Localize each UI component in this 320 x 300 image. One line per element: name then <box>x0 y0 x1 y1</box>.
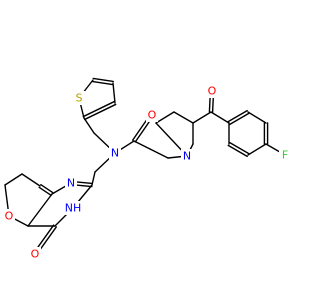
atom-label-layer: O F S N O N N NH <box>3 84 291 261</box>
thiophene-sulfur-label: S <box>76 92 83 105</box>
atom-ring-nh: NH <box>63 201 83 215</box>
atom-thiophene-sulfur: S <box>73 91 85 105</box>
bond-t4-t3 <box>112 82 116 104</box>
atom-oxo-oxygen: O <box>29 247 41 261</box>
ring-nh-label: NH <box>65 202 82 215</box>
bond-c8a-c8 <box>21 173 41 187</box>
bond-p4-p5 <box>173 111 194 124</box>
bond-a5-a6 <box>229 141 250 155</box>
pyran-oxygen-label: O <box>5 210 14 223</box>
amide-oxygen-label: O <box>148 109 157 122</box>
ketone-oxygen-label: O <box>208 85 217 98</box>
atom-piperidine-nitrogen: N <box>181 149 193 163</box>
molecule-structure: O F S N O N N NH <box>3 77 291 261</box>
bond-c4a-c8a <box>38 186 52 197</box>
bond-p2-pc <box>149 148 169 159</box>
bond-c8-c7 <box>4 173 23 186</box>
fluorine-label: F <box>282 149 288 162</box>
bond-tc-t2 <box>83 117 95 134</box>
bond-layer <box>4 77 286 256</box>
atom-pyrimidine-nitrogen: N <box>65 176 77 190</box>
bond-p5-p6 <box>155 111 175 124</box>
atom-fluorine: F <box>279 148 291 162</box>
bond-t3-t2 <box>82 100 116 118</box>
amide-nitrogen-label: N <box>111 147 119 160</box>
atom-ketone-oxygen: O <box>206 84 218 98</box>
bond-pc-ca <box>133 140 151 150</box>
bond-t3-t2 <box>83 103 117 121</box>
bond-a3-a4 <box>227 109 248 123</box>
bond-c5-c4a <box>27 193 53 227</box>
atom-amide-oxygen: O <box>146 108 158 122</box>
bond-a3-a4 <box>229 112 250 126</box>
bond-a4-ck <box>210 111 230 124</box>
bond-t5-t4 <box>92 80 114 86</box>
atom-pyran-oxygen: O <box>3 209 15 223</box>
bond-a6-a1 <box>247 143 267 156</box>
atom-amide-nitrogen: N <box>109 146 121 160</box>
bond-ck-p4 <box>192 111 212 124</box>
oxo-oxygen-label: O <box>31 248 40 261</box>
bond-a2-a3 <box>247 111 267 124</box>
bond-t5-t4 <box>92 77 114 83</box>
bond-c4a-c8a <box>40 183 54 194</box>
bond-a5-a6 <box>227 144 248 158</box>
piperidine-nitrogen-label: N <box>183 150 191 163</box>
pyrimidine-nitrogen-label: N <box>67 177 75 190</box>
